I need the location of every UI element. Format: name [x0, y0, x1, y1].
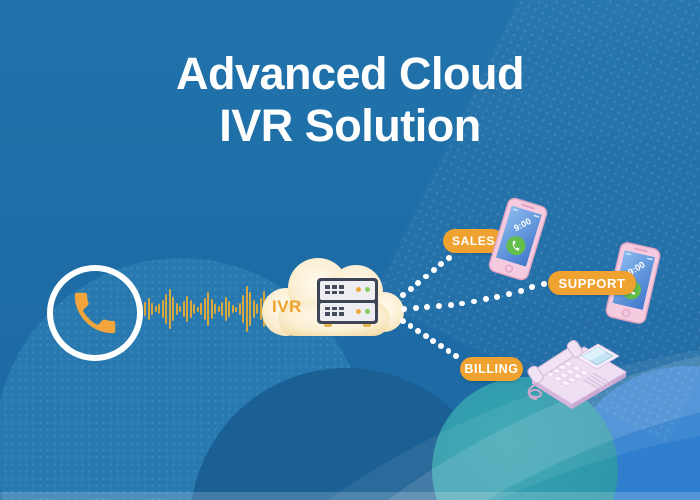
waveform-bar — [245, 286, 248, 332]
server-foot — [363, 322, 371, 327]
waveform-bar — [210, 299, 213, 319]
waveform-bar — [203, 298, 206, 320]
led-green — [365, 287, 370, 292]
deskphone-keypad — [545, 361, 589, 386]
waveform-bar — [151, 303, 153, 315]
waveform-bar — [242, 295, 244, 323]
waveform-bar — [193, 304, 195, 314]
server-ports — [325, 285, 344, 294]
waveform-bar — [214, 304, 216, 314]
connector-dot — [446, 255, 452, 261]
waveform-bar — [175, 303, 178, 315]
connector-dot — [447, 302, 454, 308]
waveform-bar — [256, 304, 258, 314]
caller-circle — [47, 265, 143, 361]
support-label-pill: SUPPORT — [548, 271, 636, 295]
waveform-bar — [259, 298, 262, 320]
led-green — [365, 308, 370, 314]
server-unit — [320, 302, 375, 321]
waveform-bar — [186, 296, 188, 322]
server-rack — [317, 278, 378, 324]
waveform-bar — [228, 301, 230, 317]
connector-dot — [422, 333, 429, 339]
connector-dot — [407, 323, 414, 329]
connector-dot — [436, 303, 442, 310]
connector-dot — [541, 281, 547, 287]
connector-dot — [529, 284, 536, 291]
waveform-bar — [189, 300, 192, 318]
call-button-icon — [512, 240, 520, 251]
billing-label: BILLING — [464, 362, 519, 376]
waveform-bar — [235, 306, 237, 312]
waveform-bar — [144, 302, 146, 316]
connector-dot — [437, 343, 444, 349]
deskphone-cord — [527, 383, 542, 400]
billing-label-pill: BILLING — [460, 357, 523, 381]
waveform-bar — [158, 304, 160, 314]
connector-dot — [412, 305, 419, 312]
connector-dot — [415, 328, 422, 334]
page-title: Advanced Cloud IVR Solution — [0, 48, 700, 152]
waveform-bar — [252, 300, 255, 318]
connector-dot — [407, 285, 414, 292]
connector-dot — [401, 306, 407, 312]
led-orange — [356, 308, 361, 314]
connector-dot — [415, 279, 422, 286]
server-unit — [320, 281, 375, 300]
waveform-bar — [221, 302, 223, 316]
connector-dot — [438, 261, 445, 268]
waveform-bar — [238, 303, 241, 315]
waveform-bar — [179, 306, 181, 312]
waveform-bar — [207, 292, 209, 326]
connector-dot — [430, 338, 437, 344]
waveform-bar — [200, 303, 202, 315]
led-orange — [356, 287, 361, 292]
ivr-label: IVR — [272, 297, 302, 316]
sales-label-pill: SALES — [443, 229, 504, 253]
waveform-bar — [165, 294, 167, 324]
support-label: SUPPORT — [558, 275, 626, 291]
waveform-bar — [172, 297, 174, 321]
connector-dot — [445, 348, 452, 354]
deskphone-speaker — [582, 373, 614, 391]
waveform-bar — [224, 297, 227, 321]
connector-dot — [506, 290, 512, 297]
waveform-bar — [249, 292, 251, 326]
connector-dot — [400, 292, 406, 298]
waveform-bar — [231, 305, 234, 313]
sales-label: SALES — [451, 234, 495, 248]
connector-dot — [482, 296, 489, 303]
connector-dot — [423, 273, 429, 280]
connector-dot — [453, 353, 459, 359]
waveform-bar — [168, 289, 171, 329]
phone-handset-icon — [74, 292, 116, 334]
connector-dot — [459, 300, 466, 307]
server-ports — [325, 306, 344, 316]
connector-dot — [424, 304, 431, 311]
deskphone-handset — [527, 340, 583, 384]
connector-dot — [400, 318, 406, 324]
connector-dot — [471, 298, 477, 305]
waveform-bar — [154, 306, 157, 312]
sales-smartphone-icon: 9:00 — [488, 197, 548, 281]
waveform-bar — [161, 300, 164, 318]
title-line-1: Advanced Cloud — [175, 48, 525, 99]
audio-waveform — [137, 282, 279, 336]
title-line-2: IVR Solution — [219, 100, 481, 152]
waveform-bar — [147, 298, 150, 320]
connector-dot — [430, 267, 437, 274]
waveform-bar — [217, 306, 220, 312]
waveform-bar — [196, 306, 199, 312]
waveform-bar — [182, 301, 185, 317]
background-bottom-strip — [0, 492, 700, 500]
connector-dot — [517, 287, 524, 294]
billing-desk-phone-icon — [527, 340, 627, 409]
server-foot — [324, 322, 332, 327]
connector-dot — [494, 293, 501, 300]
